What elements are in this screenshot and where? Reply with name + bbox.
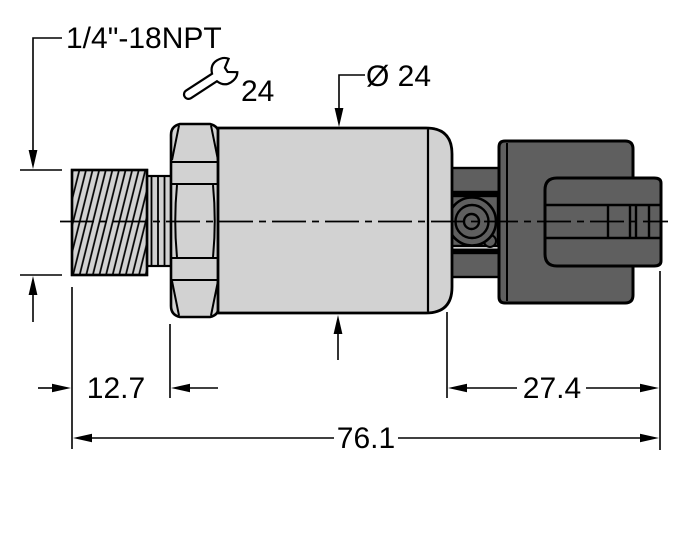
arrow-left-icon bbox=[171, 383, 190, 393]
wrench-icon bbox=[182, 56, 239, 100]
thread-dimension bbox=[20, 37, 62, 322]
thread-leader-line bbox=[32, 37, 62, 150]
wrench-size-label: 24 bbox=[241, 75, 274, 108]
arrow-up-icon bbox=[28, 276, 38, 295]
dim-connector-length: 27.4 bbox=[523, 372, 581, 405]
hex-nut bbox=[169, 122, 221, 319]
dim-port-length: 12.7 bbox=[87, 372, 145, 405]
arrow-down-icon bbox=[334, 108, 344, 127]
sensor-body bbox=[216, 126, 454, 315]
arrow-right-icon bbox=[52, 383, 71, 393]
neck-bottom-band bbox=[446, 251, 502, 279]
overall-length-dimension bbox=[73, 433, 659, 443]
arrow-right-icon bbox=[640, 433, 659, 443]
connector-neck bbox=[446, 166, 502, 279]
diameter-label: Ø 24 bbox=[366, 60, 431, 93]
dim-overall-length: 76.1 bbox=[337, 422, 395, 455]
process-connection bbox=[70, 122, 221, 319]
hex-chamfer-edge bbox=[171, 280, 180, 316]
arrow-left-icon bbox=[448, 383, 467, 393]
port-length-dimension bbox=[38, 287, 218, 449]
arrow-left-icon bbox=[73, 433, 92, 443]
neck-top-band bbox=[446, 166, 502, 194]
thread-hatch bbox=[70, 168, 149, 277]
hex-facet-edge bbox=[212, 184, 216, 258]
arrow-right-icon bbox=[640, 383, 659, 393]
thread-label: 1/4"-18NPT bbox=[66, 22, 222, 55]
body-cylinder bbox=[216, 126, 454, 315]
connector-length-dimension bbox=[446, 271, 661, 450]
diameter-leader-line bbox=[338, 74, 365, 109]
arrow-down-icon bbox=[28, 150, 38, 169]
hex-chamfer-edge bbox=[171, 125, 180, 161]
arrow-up-icon bbox=[333, 315, 343, 334]
diameter-dimension bbox=[333, 74, 365, 360]
